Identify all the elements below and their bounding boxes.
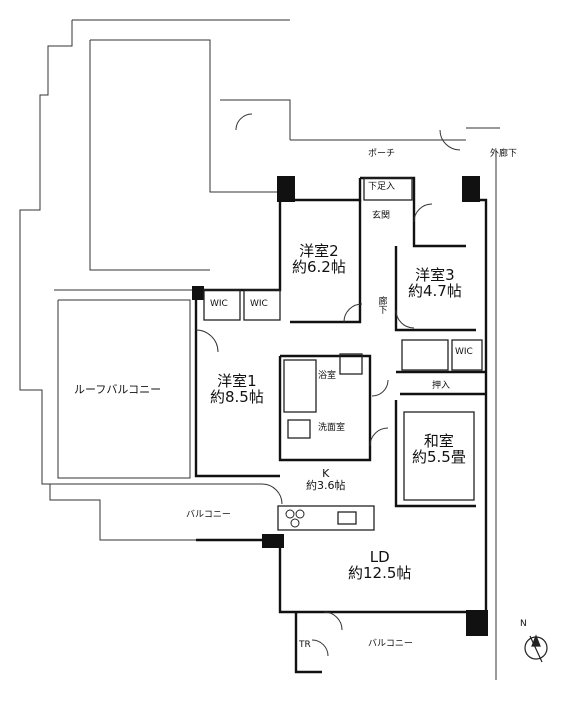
tr-label: TR [299, 640, 311, 650]
room-ld-name: LD [369, 548, 390, 566]
door-swings [195, 113, 461, 657]
room-washitsu-name: 和室 [423, 432, 454, 450]
outer-outlines [19, 19, 500, 680]
entrance-label: 玄関 [372, 211, 391, 221]
compass-icon [524, 634, 548, 663]
wic3-label: WIC [455, 347, 473, 357]
room-youshitsu3-name: 洋室3 [415, 266, 455, 284]
room-washitsu: 和室 約5.5畳 [412, 432, 466, 466]
interior-partitions [203, 177, 483, 531]
room-youshitsu2-size: 約6.2帖 [292, 257, 346, 276]
room-ld-size: 約12.5帖 [348, 563, 412, 582]
room-ld: LD 約12.5帖 [348, 548, 412, 582]
room-washitsu-size: 約5.5畳 [412, 447, 466, 466]
room-kitchen: K 約3.6帖 [306, 468, 346, 491]
room-youshitsu1-size: 約8.5帖 [210, 387, 264, 406]
hallway-label: 廊下 [376, 296, 387, 314]
oshiire-label: 押入 [432, 381, 451, 391]
shoebox-label: 下足入 [368, 182, 396, 192]
bath-label: 浴室 [318, 371, 337, 381]
wic2-label: WIC [250, 299, 268, 309]
roof-balcony-label: ルーフバルコニー [74, 383, 162, 396]
room-youshitsu1: 洋室1 約8.5帖 [210, 372, 264, 406]
room-kitchen-name: K [322, 467, 330, 480]
stove-burners [285, 509, 305, 528]
corridor-label: 外廊下 [490, 149, 518, 159]
washroom-label: 洗面室 [318, 423, 346, 433]
room-youshitsu2-name: 洋室2 [299, 242, 339, 260]
room-kitchen-size: 約3.6帖 [306, 478, 346, 492]
structural-columns [192, 176, 488, 636]
porch-label: ポーチ [368, 149, 396, 159]
balcony-upper-label: バルコニー [186, 510, 231, 520]
room-youshitsu2: 洋室2 約6.2帖 [292, 242, 346, 276]
room-youshitsu3-size: 約4.7帖 [408, 281, 462, 300]
compass-north-label: N [520, 619, 527, 629]
room-youshitsu3: 洋室3 約4.7帖 [408, 266, 462, 300]
balcony-lower-label: バルコニー [368, 639, 413, 649]
room-youshitsu1-name: 洋室1 [217, 372, 257, 390]
wic1-label: WIC [210, 299, 228, 309]
